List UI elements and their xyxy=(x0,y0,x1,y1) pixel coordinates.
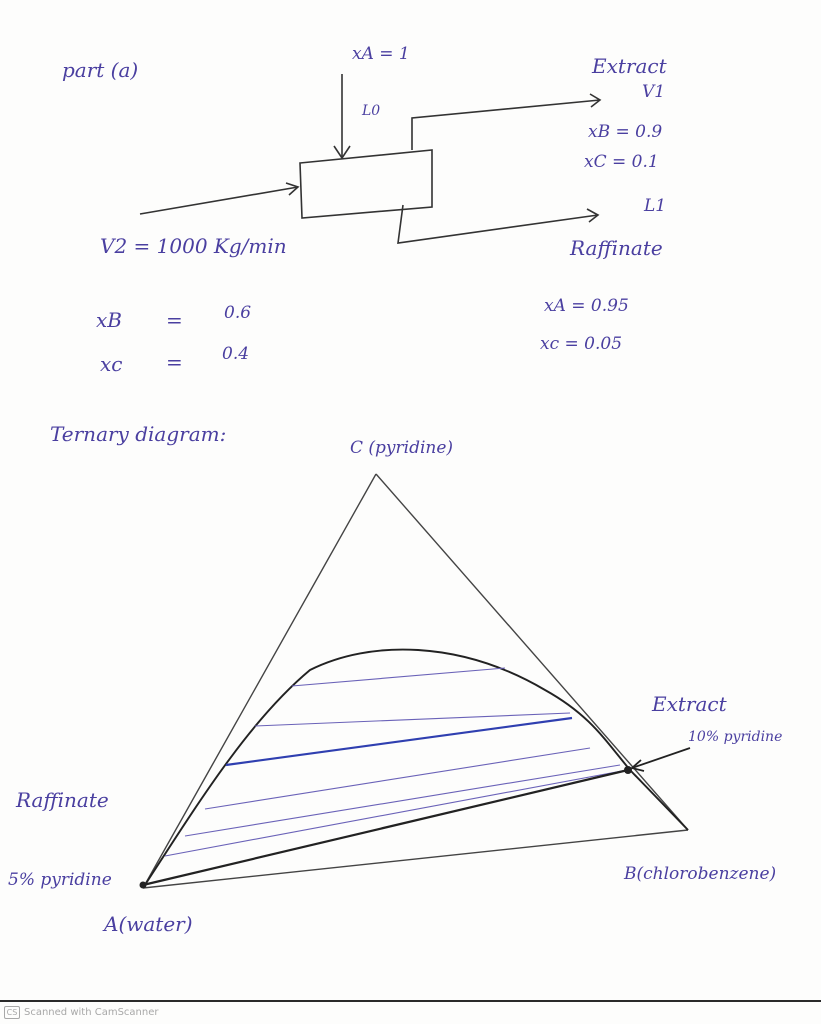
extract-title: Extract xyxy=(592,54,667,78)
scanner-text: Scanned with CamScanner xyxy=(24,1007,159,1018)
camscanner-logo-icon: CS xyxy=(4,1006,20,1019)
raffinate-note: 5% pyridine xyxy=(8,870,112,890)
raffinate-out-arrow xyxy=(397,204,600,244)
ternary-triangle xyxy=(142,473,689,889)
feed-left-arrow xyxy=(139,182,300,215)
feed-xb-value: 0.6 xyxy=(224,303,252,323)
extract-label: Extract xyxy=(652,692,727,716)
part-label: part (a) xyxy=(62,58,139,82)
feed-left-label: V2 = 1000 Kg/min xyxy=(100,234,287,258)
tie-line-highlight xyxy=(225,716,573,767)
extract-pointer-arrow xyxy=(630,747,691,772)
ternary-heading: Ternary diagram: xyxy=(50,422,227,446)
scanner-watermark: CS Scanned with CamScanner xyxy=(4,1006,159,1019)
raffinate-xa: xA = 0.95 xyxy=(544,296,629,316)
page-bottom-edge xyxy=(0,1000,821,1002)
feed-xb-eq: = xyxy=(166,308,183,332)
feed-top-label: xA = 1 xyxy=(352,44,410,64)
feed-top-stream: L0 xyxy=(362,103,381,119)
tie-lines xyxy=(164,667,628,857)
raffinate-stream: L1 xyxy=(644,196,667,216)
raffinate-xc: xc = 0.05 xyxy=(540,334,623,354)
extract-point xyxy=(624,766,632,774)
operating-line xyxy=(142,768,629,887)
feed-xc-symbol: xc xyxy=(100,352,123,376)
extract-stream: V1 xyxy=(642,82,666,102)
raffinate-label: Raffinate xyxy=(16,788,109,812)
feed-top-arrow xyxy=(333,74,351,160)
extractor-box xyxy=(299,149,433,219)
apex-c-label: C (pyridine) xyxy=(350,438,454,458)
raffinate-title: Raffinate xyxy=(570,236,663,260)
binodal-curve xyxy=(142,648,689,889)
extract-xb: xB = 0.9 xyxy=(588,122,663,142)
extract-note: 10% pyridine xyxy=(688,729,783,745)
feed-xb-symbol: xB xyxy=(96,308,122,332)
extract-xc: xC = 0.1 xyxy=(584,152,659,172)
vertex-a-label: A(water) xyxy=(104,912,193,936)
raffinate-point xyxy=(139,881,147,889)
feed-xc-eq: = xyxy=(166,350,183,374)
feed-xc-value: 0.4 xyxy=(222,344,250,364)
extract-out-arrow xyxy=(411,93,602,150)
vertex-b-label: B(chlorobenzene) xyxy=(624,864,777,884)
